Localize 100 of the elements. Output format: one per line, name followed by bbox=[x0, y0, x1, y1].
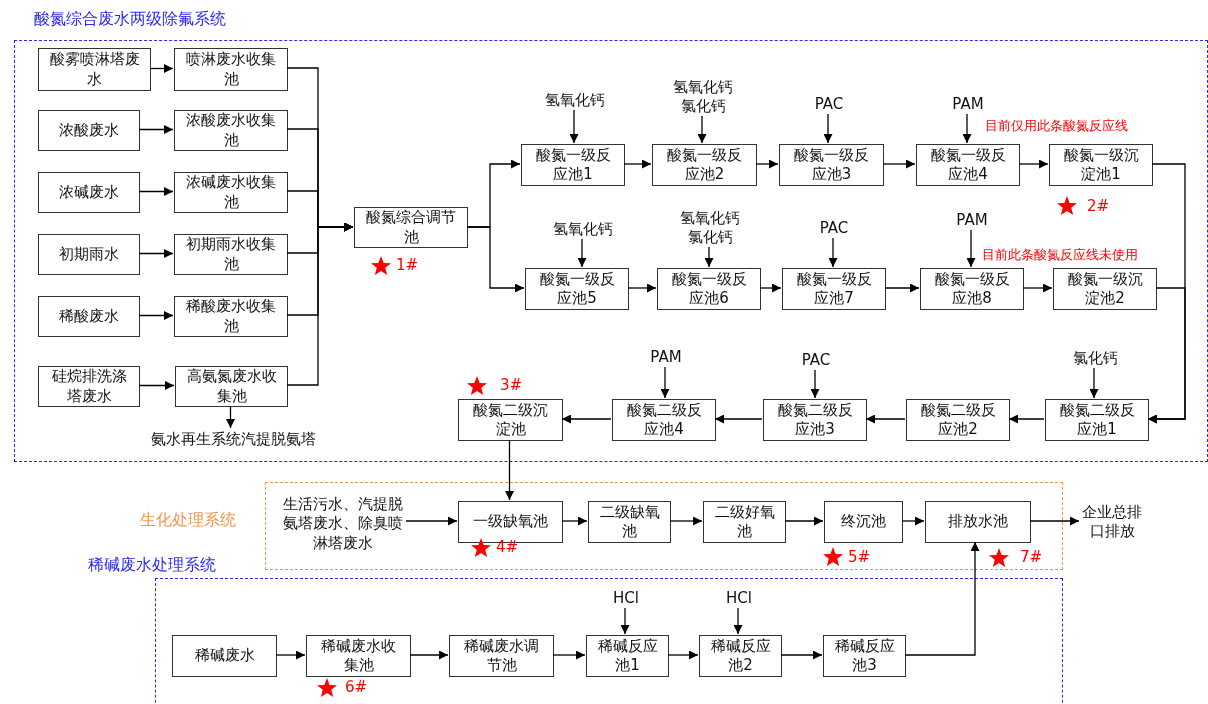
tank-label: 酸氮一级反应池2 bbox=[666, 145, 743, 185]
flow-text: 氨水再生系统汽提脱氨塔 bbox=[150, 430, 316, 450]
flow-arrow bbox=[138, 249, 174, 258]
tank-label: 一级缺氧池 bbox=[473, 512, 548, 532]
tank-box bbox=[525, 268, 629, 310]
flow-arrow bbox=[901, 516, 925, 526]
tank-label: 酸氮二级反应池2 bbox=[919, 400, 997, 440]
tank-label: 稀碱废水调节池 bbox=[463, 636, 540, 676]
flow-arrow bbox=[138, 311, 174, 320]
tank-label: 初期雨水 bbox=[59, 244, 119, 265]
sampling-point-number: 6# bbox=[345, 678, 368, 696]
flow-arrow bbox=[138, 187, 174, 196]
tank-box bbox=[174, 296, 288, 337]
flow-arrow bbox=[286, 222, 354, 386]
flow-arrow bbox=[697, 115, 707, 144]
tank-label: 酸氮一级反应池4 bbox=[929, 145, 1007, 185]
tank-label: 酸氮二级沉淀池 bbox=[472, 400, 549, 440]
flow-arrow bbox=[505, 439, 514, 501]
tank-box bbox=[521, 144, 625, 186]
tank-box bbox=[354, 207, 468, 248]
flow-arrow bbox=[759, 283, 782, 293]
tank-box bbox=[699, 635, 782, 677]
tank-box bbox=[782, 268, 886, 310]
tank-label: 酸氮一级沉淀池2 bbox=[1066, 269, 1144, 309]
reagent-label: PAC bbox=[801, 351, 831, 371]
flow-arrow bbox=[1029, 516, 1080, 526]
flow-arrow bbox=[1147, 287, 1186, 424]
tank-box bbox=[1049, 144, 1153, 186]
tank-box bbox=[779, 144, 884, 186]
flow-arrow bbox=[733, 607, 743, 635]
tank-box bbox=[920, 268, 1024, 310]
tank-box bbox=[306, 635, 411, 677]
flow-arrow bbox=[409, 650, 449, 660]
flow-arrow bbox=[138, 125, 174, 134]
sampling-point-number: 3# bbox=[500, 376, 523, 394]
tank-box bbox=[38, 234, 140, 275]
flow-arrow bbox=[704, 246, 714, 268]
tank-label: 排放水池 bbox=[948, 512, 1008, 532]
tank-label: 稀碱废水收集池 bbox=[320, 636, 397, 676]
flow-arrow bbox=[561, 516, 588, 526]
flow-arrow bbox=[149, 64, 174, 73]
tank-box bbox=[1045, 399, 1149, 441]
flow-arrow bbox=[1022, 283, 1053, 293]
tank-box bbox=[824, 501, 903, 543]
flow-arrow bbox=[865, 414, 906, 424]
tank-label: 二级好氧池 bbox=[713, 502, 776, 542]
tank-label: 酸氮综合调节池 bbox=[365, 208, 457, 247]
reagent-label: 氢氧化钙 bbox=[673, 77, 733, 97]
tank-box bbox=[652, 144, 757, 186]
tank-label: 浓碱废水收集池 bbox=[185, 173, 277, 212]
tank-box bbox=[586, 635, 669, 677]
tank-label: 终沉池 bbox=[841, 512, 886, 532]
tank-label: 稀碱反应池2 bbox=[709, 636, 772, 676]
tank-label: 稀碱废水 bbox=[194, 646, 255, 666]
flow-text: 生活污水、汽提脱氨塔废水、除臭喷淋塔废水 bbox=[282, 494, 404, 554]
flow-arrow bbox=[884, 283, 920, 293]
flow-arrow bbox=[669, 516, 703, 526]
sampling-point-number: 5# bbox=[848, 548, 871, 566]
flow-arrow bbox=[1018, 159, 1049, 169]
tank-box bbox=[612, 399, 716, 441]
flow-arrow bbox=[405, 516, 458, 526]
reagent-label: PAC bbox=[814, 95, 844, 115]
tank-box bbox=[925, 501, 1031, 543]
tank-box bbox=[588, 501, 671, 543]
reagent-label: PAC bbox=[819, 219, 849, 239]
tank-box bbox=[174, 172, 288, 213]
tank-box bbox=[38, 296, 140, 337]
flow-arrow bbox=[810, 369, 820, 399]
tank-box bbox=[174, 110, 288, 151]
reagent-label: 氢氧化钙 bbox=[680, 208, 740, 228]
reagent-label: PAM bbox=[650, 348, 682, 368]
flow-arrow bbox=[962, 113, 972, 144]
tank-label: 初期雨水收集池 bbox=[185, 235, 277, 274]
tank-label: 酸雾喷淋塔废水 bbox=[48, 50, 141, 89]
reagent-label: 氢氧化钙 bbox=[545, 91, 605, 111]
sampling-point-number: 2# bbox=[1087, 197, 1110, 215]
flow-arrow bbox=[627, 283, 657, 293]
note-text: 目前仅用此条酸氮反应线 bbox=[985, 118, 1128, 135]
tank-label: 稀碱反应池3 bbox=[833, 636, 896, 676]
flow-arrow bbox=[882, 159, 916, 169]
tank-box bbox=[763, 399, 867, 441]
tank-label: 酸氮二级反应池1 bbox=[1058, 400, 1136, 440]
tank-label: 酸氮一级反应池5 bbox=[538, 269, 616, 309]
flow-text: 企业总排口排放 bbox=[1081, 502, 1143, 542]
tank-label: 稀酸废水收集池 bbox=[185, 297, 277, 336]
flow-arrow bbox=[138, 381, 175, 390]
system-heading: 生化处理系统 bbox=[140, 510, 236, 531]
flow-arrow bbox=[784, 516, 824, 526]
tank-label: 二级缺氧池 bbox=[598, 502, 661, 542]
flow-arrow bbox=[561, 414, 612, 424]
tank-label: 浓酸废水收集池 bbox=[185, 111, 277, 150]
sampling-point-number: 7# bbox=[1020, 548, 1043, 566]
tank-box bbox=[703, 501, 786, 543]
flow-arrow bbox=[667, 650, 699, 660]
tank-label: 酸氮一级反应池8 bbox=[933, 269, 1011, 309]
tank-box bbox=[1053, 268, 1157, 310]
flow-arrow bbox=[966, 229, 976, 268]
tank-box bbox=[823, 635, 906, 677]
tank-box bbox=[916, 144, 1020, 186]
flow-arrow bbox=[1008, 414, 1045, 424]
